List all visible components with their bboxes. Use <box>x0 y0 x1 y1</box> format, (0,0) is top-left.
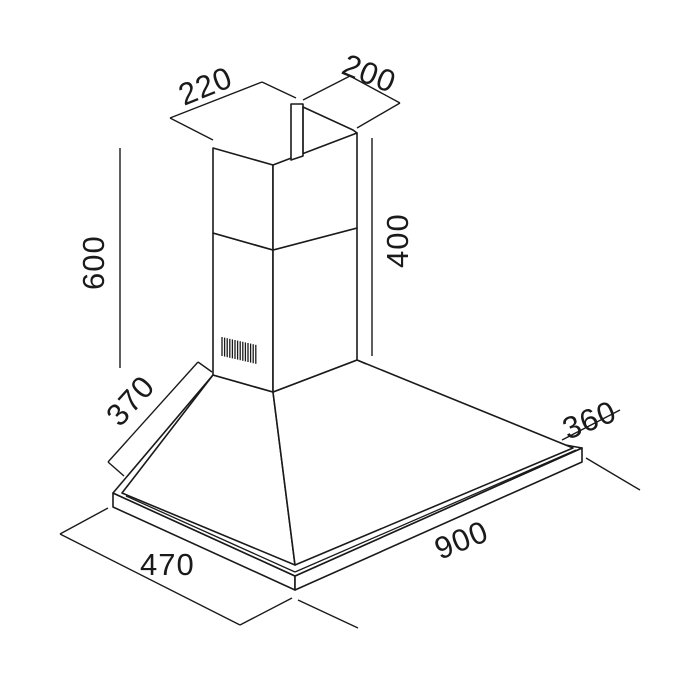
dimension-600: 600 <box>76 148 121 368</box>
dimension-200: 200 <box>302 47 401 129</box>
label-370: 370 <box>99 369 162 433</box>
label-200: 200 <box>337 47 401 100</box>
chimney-upper <box>212 103 358 251</box>
label-360: 360 <box>558 394 622 447</box>
vent-grille <box>221 337 257 364</box>
label-470: 470 <box>140 547 195 582</box>
label-400: 400 <box>380 213 415 268</box>
dimension-220: 220 <box>169 60 297 141</box>
label-600: 600 <box>76 235 111 290</box>
label-220: 220 <box>174 60 238 113</box>
chimney-lower <box>212 227 358 393</box>
dimension-360: 360 <box>558 394 641 491</box>
dimension-400: 400 <box>371 138 415 356</box>
dimension-470: 470 <box>59 507 293 626</box>
